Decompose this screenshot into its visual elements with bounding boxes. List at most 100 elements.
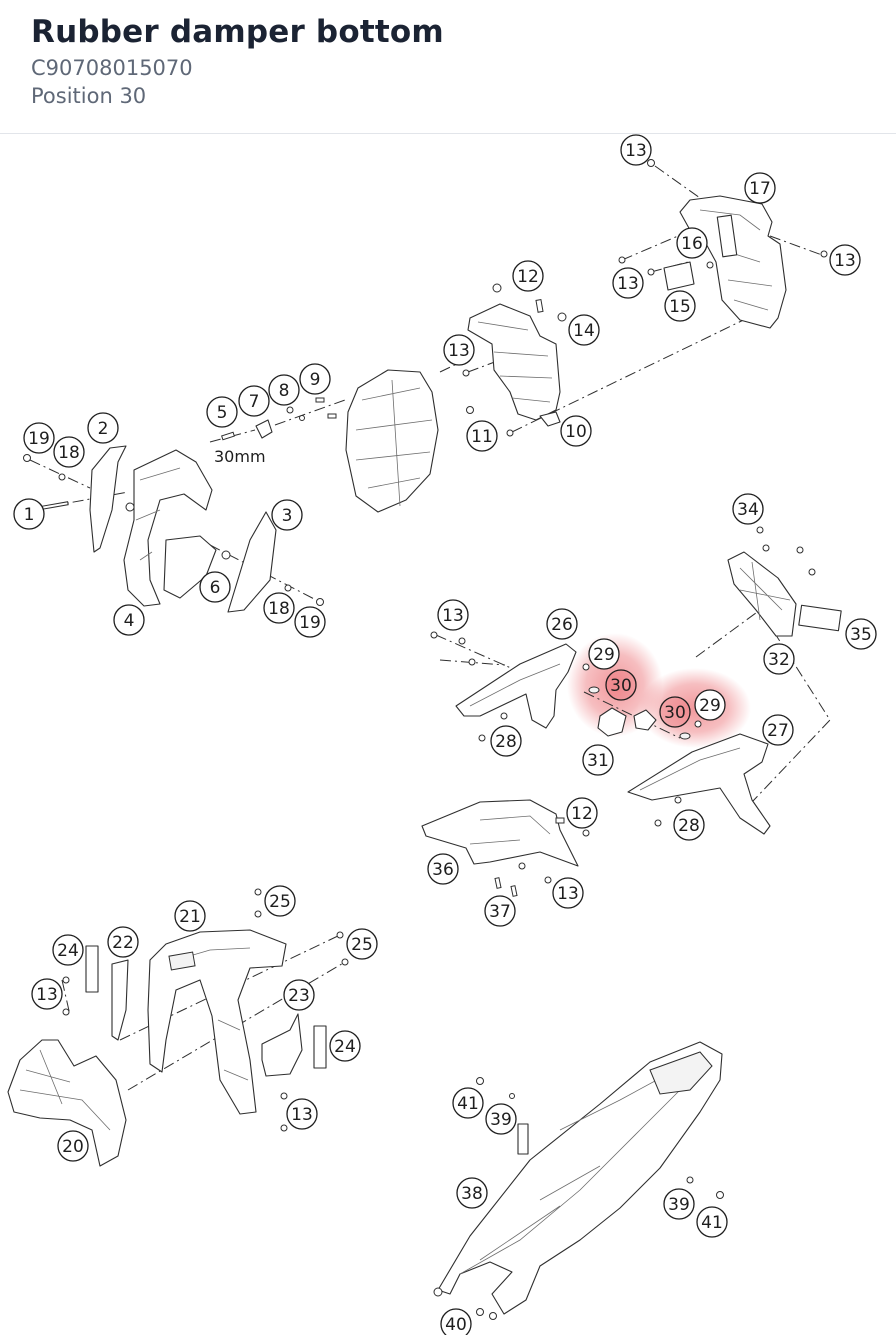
callout[interactable]: 40 (440, 1308, 472, 1339)
callout[interactable]: 28 (490, 725, 522, 757)
callout[interactable]: 12 (512, 260, 544, 292)
callout-number: 25 (269, 892, 291, 912)
callout-number: 24 (57, 941, 79, 961)
callout-circle (663, 1188, 695, 1220)
callout-circle (676, 227, 708, 259)
callout[interactable]: 39 (485, 1103, 517, 1135)
callout[interactable]: 10 (560, 415, 592, 447)
headlight-unit (345, 369, 439, 513)
callout[interactable]: 37 (484, 895, 516, 927)
callout-number: 19 (299, 613, 321, 633)
page-title: Rubber damper bottom (31, 14, 444, 50)
callout[interactable]: 13 (552, 877, 584, 909)
callout[interactable]: 23 (283, 979, 315, 1011)
callout[interactable]: 18 (263, 592, 295, 624)
callout[interactable]: 6 (199, 571, 231, 603)
callout[interactable]: 12 (566, 797, 598, 829)
callout-circle (283, 979, 315, 1011)
callout[interactable]: 38 (456, 1177, 488, 1209)
callout-number: 13 (442, 606, 464, 626)
callout[interactable]: 39 (663, 1188, 695, 1220)
callout-circle (427, 853, 459, 885)
callout-circle (612, 267, 644, 299)
license-plate-bracket-assembly (618, 159, 828, 329)
callout[interactable]: 18 (53, 436, 85, 468)
callout-circle (268, 374, 300, 406)
callout-number: 8 (279, 381, 290, 401)
callout-number: 32 (768, 650, 790, 670)
callout-circle (199, 571, 231, 603)
callout[interactable]: 15 (664, 290, 696, 322)
callout[interactable]: 13 (612, 267, 644, 299)
callout[interactable]: 29 (588, 638, 620, 670)
callout-circle (286, 1098, 318, 1130)
callout[interactable]: 25 (264, 885, 296, 917)
callout[interactable]: 27 (762, 714, 794, 746)
callout-circle (238, 385, 270, 417)
callout[interactable]: 20 (57, 1130, 89, 1162)
callout-circle (31, 978, 63, 1010)
callout-number: 41 (457, 1094, 479, 1114)
callout-circle (566, 797, 598, 829)
callout-circle (87, 412, 119, 444)
callout[interactable]: 7 (238, 385, 270, 417)
callout[interactable]: 8 (268, 374, 300, 406)
callout[interactable]: 2 (87, 412, 119, 444)
callout[interactable]: 41 (696, 1206, 728, 1238)
assembly-leader-lines (29, 165, 831, 1091)
callout[interactable]: 24 (329, 1030, 361, 1062)
callout[interactable]: 13 (31, 978, 63, 1010)
callout[interactable]: 35 (845, 618, 877, 650)
callout-number: 26 (551, 615, 573, 635)
callout-circle (52, 934, 84, 966)
callout-number: 28 (495, 732, 517, 752)
callout[interactable]: 17 (744, 172, 776, 204)
callout-circle (546, 608, 578, 640)
callout-circle (484, 895, 516, 927)
headlight-bracket-assembly (462, 283, 567, 437)
callout-circle (299, 363, 331, 395)
callout-number: 30 (664, 703, 686, 723)
callout[interactable]: 14 (568, 314, 600, 346)
callout-circle (346, 928, 378, 960)
callout[interactable]: 13 (437, 599, 469, 631)
callout[interactable]: 16 (676, 227, 708, 259)
callout[interactable]: 19 (23, 422, 55, 454)
callout-circle (605, 669, 637, 701)
callout[interactable]: 21 (174, 900, 206, 932)
callout[interactable]: 29 (694, 689, 726, 721)
callout[interactable]: 19 (294, 606, 326, 638)
callout[interactable]: 1 (13, 498, 45, 530)
callout-highlighted[interactable]: 30 (605, 669, 637, 701)
callout[interactable]: 31 (582, 744, 614, 776)
callout[interactable]: 41 (452, 1087, 484, 1119)
callout-circle (560, 415, 592, 447)
callout[interactable]: 24 (52, 934, 84, 966)
callout[interactable]: 28 (673, 809, 705, 841)
callout[interactable]: 13 (829, 244, 861, 276)
callout[interactable]: 4 (113, 604, 145, 636)
callout-highlighted[interactable]: 30 (659, 696, 691, 728)
callout[interactable]: 11 (466, 420, 498, 452)
callout-number: 5 (217, 403, 228, 423)
callout[interactable]: 25 (346, 928, 378, 960)
callout-number: 7 (249, 392, 260, 412)
callout[interactable]: 13 (443, 334, 475, 366)
callout-circle (582, 744, 614, 776)
callout-number: 40 (445, 1315, 467, 1335)
callout[interactable]: 13 (286, 1098, 318, 1130)
callout[interactable]: 32 (763, 643, 795, 675)
callout[interactable]: 3 (271, 499, 303, 531)
callout-number: 29 (593, 645, 615, 665)
callout-circle (744, 172, 776, 204)
callout[interactable]: 13 (620, 134, 652, 166)
callout[interactable]: 22 (107, 926, 139, 958)
callout-circle (329, 1030, 361, 1062)
callout[interactable]: 5 (206, 396, 238, 428)
callout[interactable]: 36 (427, 853, 459, 885)
callout[interactable]: 26 (546, 608, 578, 640)
callout[interactable]: 9 (299, 363, 331, 395)
callout[interactable]: 34 (732, 493, 764, 525)
callout-number: 13 (617, 274, 639, 294)
